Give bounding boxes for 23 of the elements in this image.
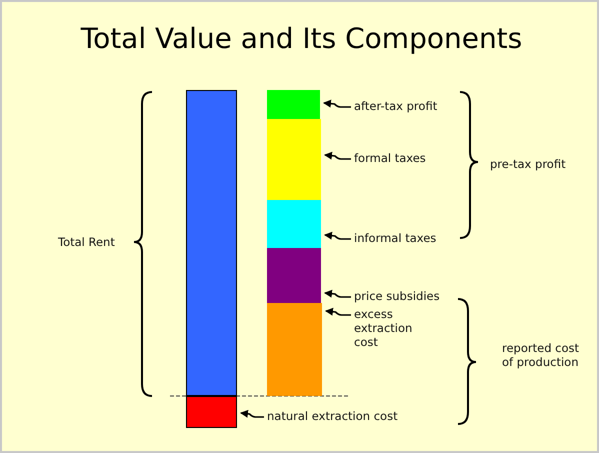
- segment-label: excess extraction cost: [354, 307, 416, 349]
- leader-arrow: [324, 232, 351, 240]
- leader-arrow: [324, 290, 351, 298]
- segment-label: informal taxes: [354, 231, 436, 245]
- bar-segment: [267, 303, 322, 396]
- total-value-bar: [186, 90, 237, 396]
- segment-label: price subsidies: [354, 289, 440, 303]
- brace-label: Total Rent: [58, 235, 115, 249]
- leader-arrow: [324, 152, 351, 160]
- bar-segment: [186, 396, 237, 428]
- segment-label: after-tax profit: [354, 99, 438, 113]
- segment-label: natural extraction cost: [267, 409, 398, 423]
- bar-segment: [267, 90, 320, 119]
- leader-arrow: [323, 100, 351, 108]
- bar-segment: [267, 200, 321, 248]
- bar-segment: [267, 248, 321, 303]
- leader-arrow: [240, 410, 264, 418]
- segment-label: formal taxes: [354, 151, 426, 165]
- brace-label: pre-tax profit: [490, 157, 566, 171]
- leader-arrow: [325, 308, 351, 316]
- diagram-title: Total Value and Its Components: [80, 22, 524, 55]
- bar-segment: [267, 119, 321, 200]
- brace-label: reported cost of production: [502, 341, 580, 369]
